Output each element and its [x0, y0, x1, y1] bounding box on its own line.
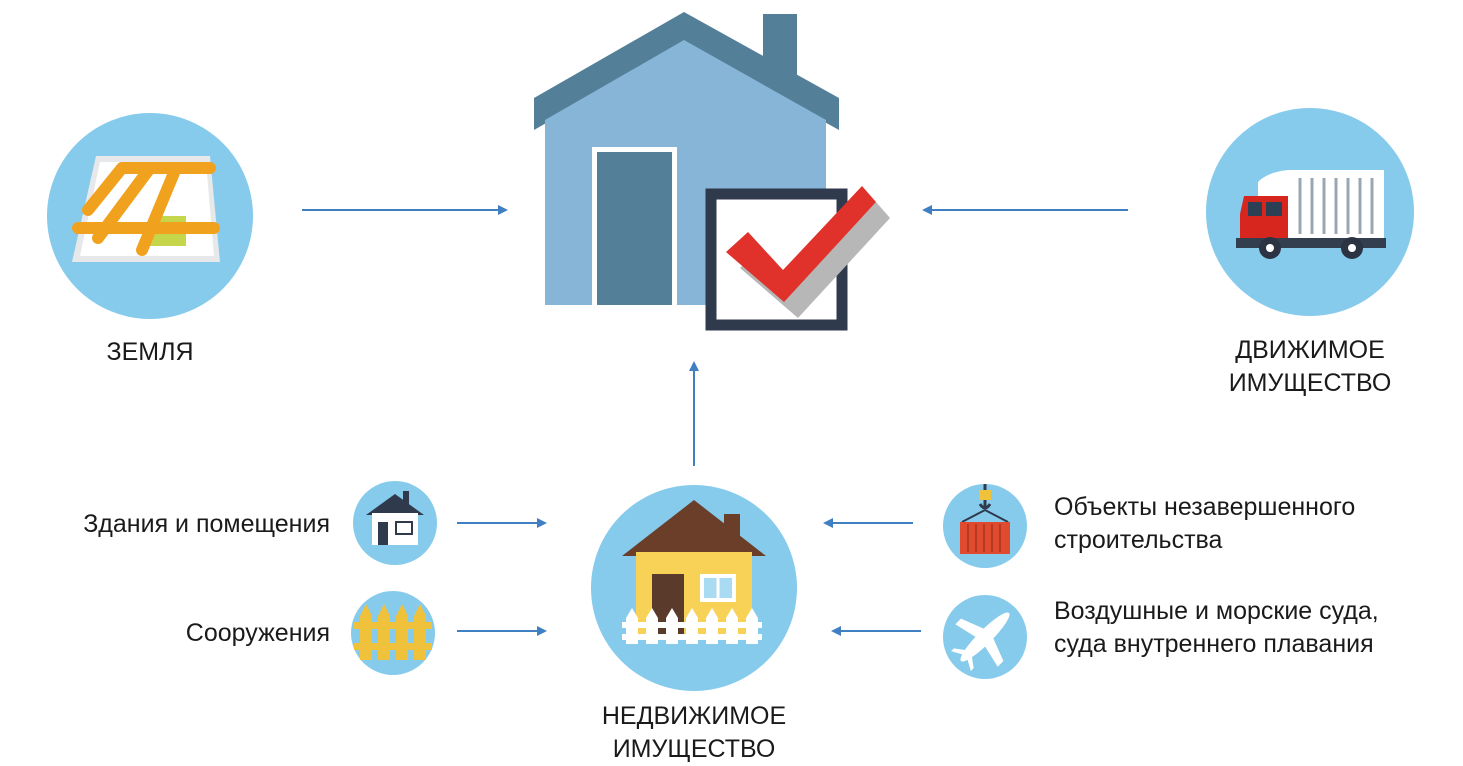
buildings-label: Здания и помещения: [83, 510, 330, 538]
unfinished-label-line2: строительства: [1054, 526, 1223, 554]
land-label: ЗЕМЛЯ: [106, 338, 194, 366]
unfinished-label-line1: Объекты незавершенного: [1054, 493, 1356, 521]
buildings-small-house-icon: [353, 481, 437, 565]
vessels-label: Воздушные и морские суда, суда внутренне…: [1054, 595, 1379, 661]
realty-house-icon: [591, 485, 797, 691]
vessels-label-line2: суда внутреннего плавания: [1054, 630, 1374, 658]
movable-label: ДВИЖИМОЕ ИМУЩЕСТВО: [1180, 334, 1440, 400]
movable-truck-icon: [1206, 108, 1414, 316]
vessels-label-line1: Воздушные и морские суда,: [1054, 597, 1379, 625]
vessels-airplane-icon: [943, 595, 1027, 679]
movable-label-line1: ДВИЖИМОЕ: [1235, 336, 1385, 364]
unfinished-label: Объекты незавершенного строительства: [1054, 491, 1355, 557]
unfinished-crane-icon: [943, 484, 1027, 568]
structures-fence-icon: [351, 591, 435, 675]
realty-label-line1: НЕДВИЖИМОЕ: [601, 702, 787, 730]
checkmark-icon: [705, 186, 890, 331]
land-map-icon: [47, 113, 253, 319]
realty-label-line2: ИМУЩЕСТВО: [612, 735, 776, 763]
main-house-icon: [534, 12, 890, 331]
realty-label: НЕДВИЖИМОЕ ИМУЩЕСТВО: [564, 700, 824, 766]
arrows: [302, 205, 1128, 636]
structures-label: Сооружения: [185, 619, 330, 647]
movable-label-line2: ИМУЩЕСТВО: [1228, 369, 1392, 397]
